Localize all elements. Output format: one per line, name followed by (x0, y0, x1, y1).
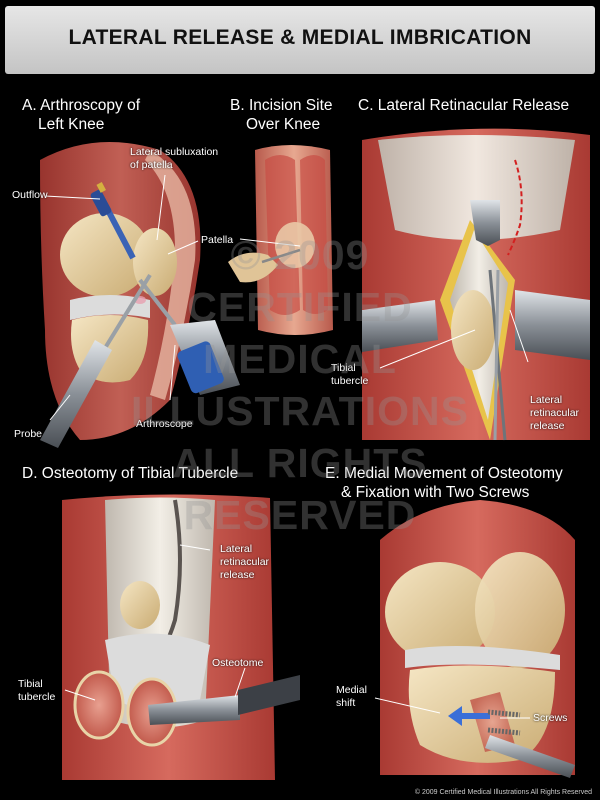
label-outflow: Outflow (12, 189, 48, 201)
panel-e-title-line2: & Fixation with Two Screws (341, 484, 530, 501)
label-screws: Screws (533, 712, 568, 724)
label-probe: Probe (14, 428, 43, 440)
label-lateral-subluxation: Lateral subluxation of patella (130, 146, 218, 172)
panel-d-art (62, 494, 300, 780)
label-medial-shift-line1: Medial (336, 684, 367, 696)
label-lateral-retinacular-c: Lateral retinacular release (530, 394, 579, 433)
panel-a-title-line2: Left Knee (38, 116, 105, 133)
label-tibial-tubercle-c-line2: tubercle (331, 375, 369, 387)
label-arthroscope: Arthroscope (136, 418, 193, 430)
panel-e-title-line1: E. Medial Movement of Osteotomy (325, 465, 563, 482)
label-tibial-tubercle-d: Tibial tubercle (18, 678, 55, 704)
label-lateral-retinacular-d-line2: retinacular (220, 556, 270, 568)
label-patella: Patella (201, 234, 234, 246)
page-title: LATERAL RELEASE & MEDIAL IMBRICATION (68, 26, 532, 49)
panel-d-title: D. Osteotomy of Tibial Tubercle (22, 465, 239, 482)
panel-a-art (40, 142, 240, 448)
label-lateral-retinacular-d-line3: release (220, 569, 255, 581)
label-medial-shift: Medial shift (336, 684, 367, 710)
label-tibial-tubercle-c-line1: Tibial (331, 362, 356, 374)
label-lateral-retinacular-d: Lateral retinacular release (220, 543, 269, 582)
label-tibial-tubercle-c: Tibial tubercle (331, 362, 368, 388)
label-tibial-tubercle-d-line2: tubercle (18, 691, 56, 703)
label-lateral-subluxation-line1: Lateral subluxation (130, 146, 219, 158)
panel-a-title-line1: A. Arthroscopy of (22, 97, 141, 114)
panel-e-art (380, 500, 575, 778)
label-lateral-retinacular-c-line3: release (530, 420, 565, 432)
panel-b-title-line1: B. Incision Site (230, 97, 333, 114)
label-lateral-retinacular-c-line1: Lateral (530, 394, 563, 406)
leader-lines (44, 174, 530, 719)
label-lateral-retinacular-d-line1: Lateral (220, 543, 253, 555)
panel-b-title-line2: Over Knee (246, 116, 321, 133)
panel-c-art (362, 128, 590, 441)
panel-e-title: E. Medial Movement of Osteotomy & Fixati… (325, 464, 563, 502)
title-bar: LATERAL RELEASE & MEDIAL IMBRICATION (5, 6, 595, 74)
label-lateral-subluxation-line2: of patella (130, 159, 173, 171)
label-tibial-tubercle-d-line1: Tibial (18, 678, 43, 690)
panel-c-title: C. Lateral Retinacular Release (358, 97, 570, 114)
label-medial-shift-line2: shift (336, 697, 356, 709)
label-lateral-retinacular-c-line2: retinacular (530, 407, 580, 419)
label-osteotome: Osteotome (212, 657, 264, 669)
panel-a-title: A. Arthroscopy of Left Knee (22, 96, 140, 134)
panel-b-art (228, 145, 333, 335)
copyright-credit: © 2009 Certified Medical Illustrations A… (414, 789, 592, 796)
panel-b-title: B. Incision Site Over Knee (230, 96, 333, 134)
